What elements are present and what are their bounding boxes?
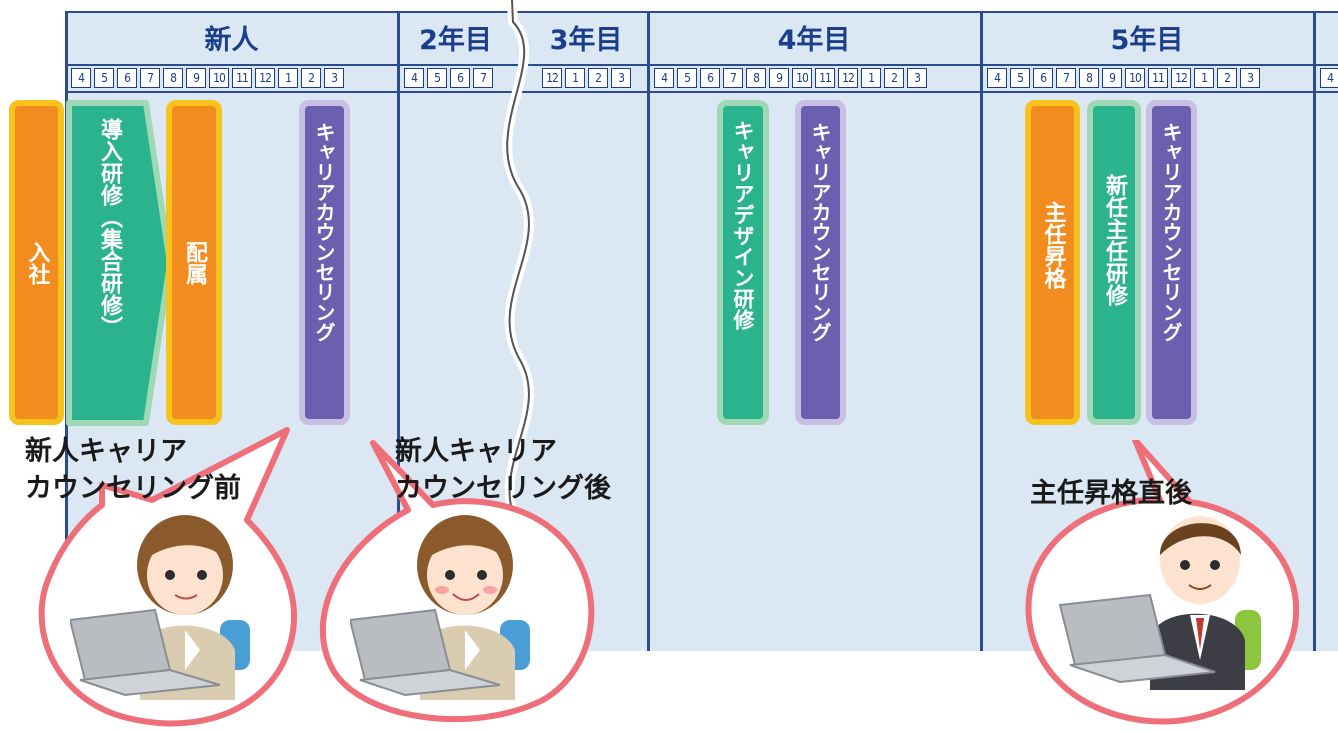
months-year4: 4 5 6 7 8 9 10 11 12 1 2 3: [654, 68, 927, 88]
month-cell: 2: [1217, 68, 1237, 88]
year-label-shinjin: 新人: [204, 24, 259, 56]
month-cell: 11: [815, 68, 835, 88]
month-cell: 9: [1102, 68, 1122, 88]
caption-promotion: 主任昇格直後: [1030, 478, 1192, 509]
month-cell: 12: [838, 68, 858, 88]
bar-career-design-label: キャリアデザイン研修: [731, 120, 755, 330]
bar-haizoku-label: 配属: [182, 240, 207, 285]
month-cell: 3: [324, 68, 344, 88]
caption-after: 新人キャリア カウンセリング後: [395, 433, 611, 507]
bar-career-counseling-1: キャリアカウンセリング: [299, 100, 350, 425]
month-cell: 2: [884, 68, 904, 88]
bar-shinnin-shunin-label: 新任主任研修: [1102, 174, 1127, 306]
month-cell: 8: [1079, 68, 1099, 88]
bar-career-counseling-2: キャリアカウンセリング: [795, 100, 846, 425]
caption-before-line2: カウンセリング前: [25, 473, 241, 504]
month-cell: 8: [746, 68, 766, 88]
bar-nyusha-label: 入社: [24, 240, 50, 285]
month-cell: 1: [1194, 68, 1214, 88]
month-cell: 4: [71, 68, 91, 88]
month-cell: 6: [1033, 68, 1053, 88]
month-cell: 5: [677, 68, 697, 88]
column-border: [1313, 11, 1316, 651]
bar-career-counseling-3-label: キャリアカウンセリング: [1159, 122, 1183, 342]
column-border: [647, 11, 650, 651]
month-cell: 1: [861, 68, 881, 88]
months-shinjin: 4 5 6 7 8 9 10 11 12 1 2 3: [71, 68, 344, 88]
year-label-3: 3年目: [549, 24, 623, 56]
caption-before-line1: 新人キャリア: [25, 436, 187, 467]
month-cell: 11: [1148, 68, 1168, 88]
month-cell: 8: [163, 68, 183, 88]
month-cell: 12: [1171, 68, 1191, 88]
month-cell: 12: [542, 68, 562, 88]
bar-career-counseling-3: キャリアカウンセリング: [1146, 100, 1197, 425]
column-border: [980, 11, 983, 651]
bar-haizoku: 配属: [166, 100, 222, 425]
bar-shinnin-shunin: 新任主任研修: [1087, 100, 1141, 425]
months-year2: 4 5 6 7: [404, 68, 493, 88]
month-cell: 1: [278, 68, 298, 88]
caption-after-line2: カウンセリング後: [395, 473, 611, 504]
month-cell: 4: [404, 68, 424, 88]
month-cell: 12: [255, 68, 275, 88]
bar-shunin-shokaku: 主任昇格: [1025, 100, 1080, 425]
month-cell: 11: [232, 68, 252, 88]
month-cell: 7: [1056, 68, 1076, 88]
bar-career-counseling-1-label: キャリアカウンセリング: [312, 122, 336, 342]
timeline-top-border: [66, 11, 1338, 13]
month-cell: 3: [1240, 68, 1260, 88]
month-cell: 5: [427, 68, 447, 88]
month-cell: 9: [769, 68, 789, 88]
month-cell: 4: [1320, 68, 1338, 88]
month-cell: 9: [186, 68, 206, 88]
month-cell: 4: [654, 68, 674, 88]
bar-career-design: キャリアデザイン研修: [717, 100, 769, 425]
month-cell: 1: [565, 68, 585, 88]
month-cell: 2: [588, 68, 608, 88]
month-cell: 3: [907, 68, 927, 88]
bar-shunin-shokaku-label: 主任昇格: [1040, 201, 1066, 289]
months-next: 4: [1320, 68, 1338, 88]
header-divider: [66, 64, 1338, 66]
year-label-5: 5年目: [1110, 24, 1184, 56]
year-label-4: 4年目: [777, 24, 851, 56]
months-year5: 4 5 6 7 8 9 10 11 12 1 2 3: [987, 68, 1260, 88]
avatar-woman-before: [70, 515, 250, 700]
month-cell: 10: [1125, 68, 1145, 88]
month-cell: 10: [209, 68, 229, 88]
month-cell: 7: [140, 68, 160, 88]
year-label-2: 2年目: [419, 24, 492, 56]
month-cell: 5: [94, 68, 114, 88]
months-year3: 12 1 2 3: [542, 68, 631, 88]
month-cell: 2: [301, 68, 321, 88]
bar-donyu-arrow: [66, 100, 173, 426]
bar-donyu-label: 導入研修（集合研修）: [97, 118, 122, 338]
month-cell: 6: [450, 68, 470, 88]
caption-after-line1: 新人キャリア: [395, 436, 557, 467]
bar-donyu: 導入研修（集合研修）: [76, 118, 142, 418]
month-cell: 7: [473, 68, 493, 88]
months-divider: [66, 91, 1338, 93]
month-cell: 10: [792, 68, 812, 88]
caption-before: 新人キャリア カウンセリング前: [25, 433, 241, 507]
avatar-woman-after: [350, 515, 530, 700]
month-cell: 3: [611, 68, 631, 88]
month-cell: 5: [1010, 68, 1030, 88]
month-cell: 6: [700, 68, 720, 88]
avatar-man-promotion: [1058, 516, 1261, 690]
bar-career-counseling-2-label: キャリアカウンセリング: [808, 122, 832, 342]
month-cell: 7: [723, 68, 743, 88]
month-cell: 4: [987, 68, 1007, 88]
column-border: [397, 11, 400, 651]
month-cell: 6: [117, 68, 137, 88]
bar-nyusha: 入社: [9, 100, 64, 425]
